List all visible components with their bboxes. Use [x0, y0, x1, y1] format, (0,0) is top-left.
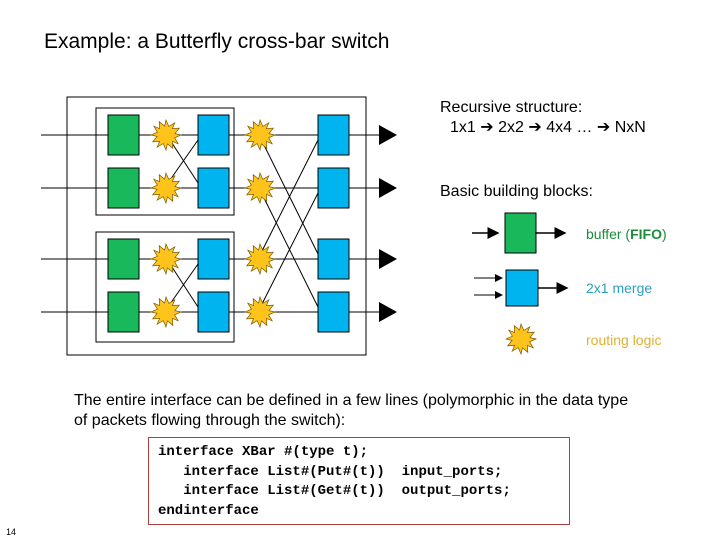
output-arrow-icon	[379, 249, 397, 269]
output-arrow-icon	[379, 125, 397, 145]
description-text: The entire interface can be defined in a…	[74, 392, 629, 429]
slide-title: Example: a Butterfly cross-bar switch	[44, 30, 390, 53]
merge-block	[317, 291, 350, 333]
routing-logic-icon	[149, 118, 183, 152]
page-number: 14	[6, 527, 17, 537]
wire	[169, 263, 199, 308]
legend-routing-logic-icon	[504, 322, 538, 356]
wire	[169, 139, 199, 181]
recursive-structure-text: Recursive structure: 1x1 ➔ 2x2 ➔ 4x4 … ➔…	[440, 98, 646, 138]
legend-buffer-label: buffer (FIFO)	[586, 226, 667, 242]
routing-logic-icon	[243, 242, 277, 276]
legend-buffer-fifo: FIFO	[630, 226, 662, 242]
merge-block	[197, 114, 230, 156]
buffer-fifo-block	[107, 291, 140, 333]
code-line: interface XBar #(type t);	[158, 444, 369, 460]
code-line: endinterface	[158, 502, 259, 519]
wire	[261, 139, 319, 252]
wires	[41, 134, 380, 313]
code-block: interface XBar #(type t); interface List…	[149, 438, 569, 526]
buffer-fifo-block	[107, 167, 140, 209]
routing-logic-icon	[243, 118, 277, 152]
merge-block	[197, 238, 230, 280]
wire	[169, 263, 199, 305]
wire	[261, 192, 319, 305]
code-box: interface XBar #(type t); interface List…	[148, 437, 570, 525]
merge-block	[317, 238, 350, 280]
routing-logic-icon	[149, 242, 183, 276]
code-line: interface List#(Get#(t)) output_ports;	[158, 483, 511, 499]
nodes	[107, 114, 397, 333]
building-blocks-heading: Basic building blocks:	[440, 183, 593, 200]
legend-graphics	[472, 212, 569, 356]
wire	[261, 140, 319, 255]
inner-2x2-frame-top	[95, 107, 235, 216]
output-arrow-icon	[379, 178, 397, 198]
routing-logic-icon	[149, 295, 183, 329]
merge-block	[317, 114, 350, 156]
code-line: interface List#(Put#(t)) input_ports;	[158, 463, 503, 480]
legend-merge-label: 2x1 merge	[586, 280, 653, 296]
merge-block	[197, 291, 230, 333]
legend-routing-label: routing logic	[586, 332, 662, 348]
output-arrow-icon	[379, 302, 397, 322]
wire	[169, 139, 199, 184]
routing-logic-icon	[243, 171, 277, 205]
inner-2x2-frame-bottom	[95, 231, 235, 343]
buffer-fifo-block	[107, 114, 140, 156]
merge-block	[317, 167, 350, 209]
routing-logic-icon	[149, 171, 183, 205]
legend-buffer-block	[504, 212, 537, 254]
legend-buffer-paren: )	[662, 226, 667, 242]
legend-merge-block	[505, 269, 539, 307]
outer-switch-frame	[66, 96, 367, 356]
legend-buffer-text: buffer (	[586, 226, 631, 242]
buffer-fifo-block	[107, 238, 140, 280]
recursive-heading: Recursive structure:	[440, 99, 583, 116]
merge-block	[197, 167, 230, 209]
routing-logic-icon	[243, 295, 277, 329]
wire	[261, 193, 319, 308]
recursive-sequence: 1x1 ➔ 2x2 ➔ 4x4 … ➔ NxN	[450, 119, 646, 136]
